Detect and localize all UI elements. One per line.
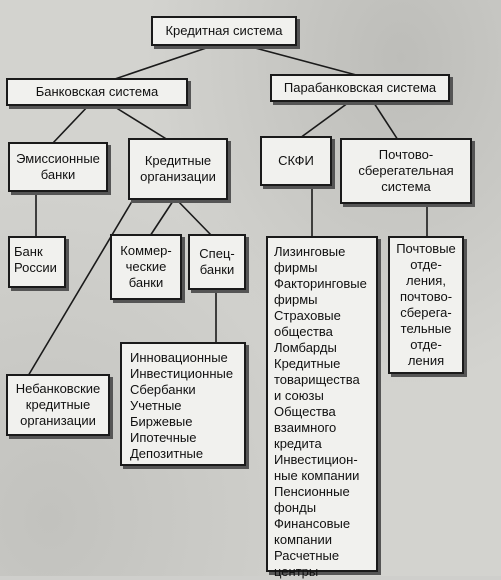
node-commercial-banks: Коммер- ческие банки xyxy=(110,234,182,300)
node-credit-system: Кредитная система xyxy=(151,16,297,46)
node-nonbank-credit-organizations-label: Небанковские кредитные организации xyxy=(15,381,101,428)
node-skfi-list: Лизинговые фирмы Факторинговые фирмы Стр… xyxy=(266,236,378,579)
link-banking-emission xyxy=(51,103,91,145)
link-credit-nonbank xyxy=(27,197,135,377)
node-skfi: СКФИ xyxy=(260,136,332,186)
node-credit-system-label: Кредитная система xyxy=(165,23,283,38)
node-postal-list: Почтовые отде- ления, почтово- сберега- … xyxy=(388,236,464,374)
node-postal-list-label: Почтовые отде- ления, почтово- сберега- … xyxy=(396,241,456,368)
link-credit-commercial xyxy=(149,197,176,237)
node-emission-banks-label: Эмиссионные банки xyxy=(16,151,100,182)
node-commercial-banks-label: Коммер- ческие банки xyxy=(120,243,172,290)
node-emission-banks: Эмиссионные банки xyxy=(8,142,108,192)
node-banking-system-label: Банковская система xyxy=(35,84,159,99)
node-parabanking-system-label: Парабанковская система xyxy=(283,80,437,95)
node-banking-system: Банковская система xyxy=(6,78,188,106)
node-special-banks-list: Инновационные Инвестиционные Сбербанки У… xyxy=(120,342,246,466)
node-postal-savings-system: Почтово- сберегательная система xyxy=(340,138,472,204)
link-root-banking xyxy=(111,43,219,81)
link-parabanking-postal xyxy=(371,99,399,141)
node-special-banks-label: Спец- банки xyxy=(199,246,235,277)
node-credit-organizations: Кредитные организации xyxy=(128,138,228,200)
link-banking-credit xyxy=(109,103,169,141)
node-skfi-list-label: Лизинговые фирмы Факторинговые фирмы Стр… xyxy=(274,244,367,579)
link-credit-special xyxy=(174,197,213,237)
node-skfi-label: СКФИ xyxy=(278,153,314,168)
node-postal-savings-system-label: Почтово- сберегательная система xyxy=(358,147,454,194)
link-root-parabanking xyxy=(239,43,361,77)
node-bank-of-russia: Банк России xyxy=(8,236,66,288)
node-nonbank-credit-organizations: Небанковские кредитные организации xyxy=(6,374,110,436)
node-special-banks-list-label: Инновационные Инвестиционные Сбербанки У… xyxy=(130,350,234,461)
node-bank-of-russia-label: Банк России xyxy=(14,244,57,275)
node-special-banks: Спец- банки xyxy=(188,234,246,290)
node-parabanking-system: Парабанковская система xyxy=(270,74,450,102)
link-parabanking-skfi xyxy=(299,99,353,139)
node-credit-organizations-label: Кредитные организации xyxy=(140,153,216,184)
